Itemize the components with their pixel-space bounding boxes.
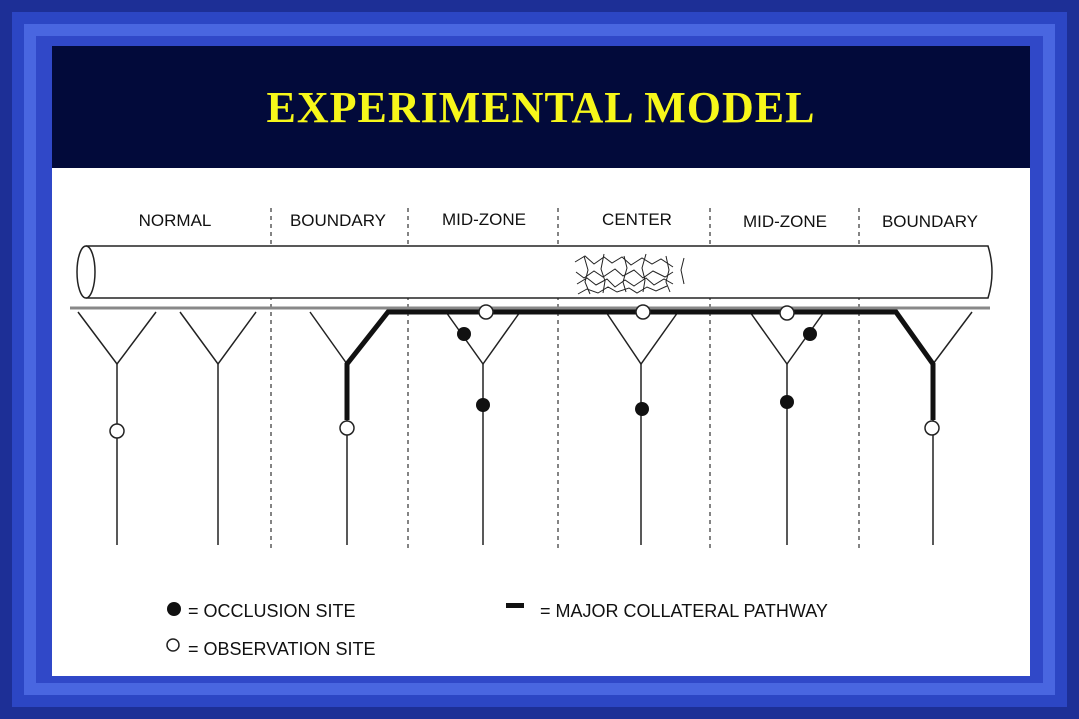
observation-sites [109, 304, 940, 439]
zone-label-midzone-right: MID-ZONE [743, 212, 827, 231]
occlusion-site [457, 327, 471, 341]
branch-fork [445, 311, 521, 366]
observation-site [109, 423, 125, 439]
zone-label-midzone-left: MID-ZONE [442, 210, 526, 229]
artery-tube [70, 245, 993, 310]
zone-label-boundary-right: BOUNDARY [882, 212, 978, 231]
legend-occlusion-label: = OCCLUSION SITE [188, 601, 356, 621]
zone-label-normal: NORMAL [139, 211, 212, 230]
legend-pathway-label: = MAJOR COLLATERAL PATHWAY [540, 601, 828, 621]
branch-fork [605, 311, 679, 366]
pathway-legend-icon [506, 603, 524, 608]
slide-content: EXPERIMENTAL MODEL [52, 46, 1030, 676]
branch-fork [77, 311, 157, 366]
observation-site [339, 420, 355, 436]
occlusion-sites [457, 327, 817, 416]
occlusion-site [803, 327, 817, 341]
observation-site [924, 420, 940, 436]
occlusion-site [476, 398, 490, 412]
clot-mesh [574, 252, 688, 296]
observation-site [635, 304, 651, 320]
slide-title: EXPERIMENTAL MODEL [266, 82, 816, 132]
observation-site [779, 305, 795, 321]
observation-legend-icon [166, 638, 180, 652]
zone-label-boundary-left: BOUNDARY [290, 211, 386, 230]
branch-vessels [77, 311, 973, 545]
occlusion-site [635, 402, 649, 416]
legend: = OCCLUSION SITE = OBSERVATION SITE = MA… [166, 601, 828, 659]
title-bar: EXPERIMENTAL MODEL [52, 46, 1030, 168]
occlusion-site [780, 395, 794, 409]
occlusion-legend-icon [167, 602, 181, 616]
branch-fork [179, 311, 257, 366]
zone-label-center: CENTER [602, 210, 672, 229]
observation-site [478, 304, 494, 320]
branch-fork [309, 311, 348, 365]
branch-fork [932, 311, 973, 365]
legend-observation-label: = OBSERVATION SITE [188, 639, 376, 659]
